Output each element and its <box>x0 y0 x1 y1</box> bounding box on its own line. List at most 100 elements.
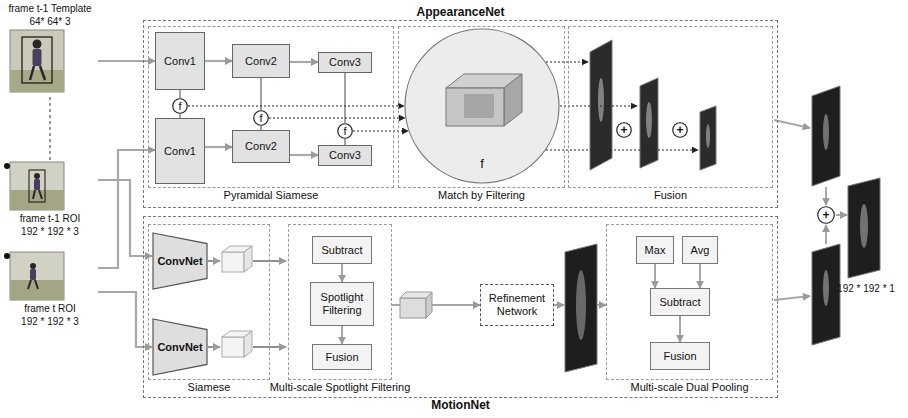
process-box: Fusion <box>312 344 372 370</box>
feature-cube <box>222 252 244 272</box>
process-box: Avg <box>682 236 718 264</box>
flow-arrow <box>208 346 220 348</box>
operator-symbol: + <box>822 209 829 222</box>
circle-outline <box>254 111 269 126</box>
connector-line <box>341 326 343 344</box>
final-map <box>848 178 880 278</box>
flow-arrow <box>825 187 827 205</box>
connector-line <box>290 61 318 63</box>
frame-image <box>10 252 64 300</box>
circle-outline <box>338 124 353 139</box>
target-box <box>22 37 52 83</box>
conv-block: Conv2 <box>232 44 290 78</box>
person-head <box>30 263 36 269</box>
dotted-arrow <box>546 62 588 63</box>
box-label: Subtract <box>660 296 701 309</box>
flow-arrow <box>774 296 810 300</box>
feature-cube <box>244 331 252 357</box>
feature-response <box>576 270 586 340</box>
feature-cube <box>244 246 252 272</box>
stage-label: Multi-scale Spotlight Filtering <box>270 381 411 394</box>
process-box: Subtract <box>312 236 372 264</box>
tensor-box <box>446 88 504 126</box>
trapezoid-outline <box>153 319 207 375</box>
block-label: ConvNet <box>157 341 202 354</box>
block-label: Conv2 <box>245 55 277 68</box>
connector-line <box>269 118 405 119</box>
stage-region: SiameseConvNetConvNet <box>148 224 270 380</box>
operator-symbol: + <box>676 124 683 137</box>
connector-line <box>188 106 404 107</box>
box-label: Fusion <box>325 351 358 364</box>
conv-block: Conv3 <box>318 52 372 73</box>
box-label: Fusion <box>663 350 696 363</box>
marker-dot <box>4 253 10 259</box>
block-label: Conv1 <box>164 145 196 158</box>
conv-block: Conv3 <box>318 145 372 166</box>
process-box: Subtract <box>650 288 710 316</box>
connector-line <box>50 94 51 160</box>
label-holder: 192 * 192 * 1 <box>826 282 906 295</box>
person-legs <box>28 280 38 289</box>
block-label: Conv3 <box>329 149 361 162</box>
output-map <box>812 244 840 345</box>
stage-region: Multi-scale Spotlight FilteringSubtractS… <box>288 224 392 380</box>
feature-cube <box>222 337 244 357</box>
dimension-label: 192 * 192 * 1 <box>837 282 895 295</box>
dotted-arrow <box>560 106 637 107</box>
connector-line <box>261 78 262 110</box>
feature-response <box>823 114 829 150</box>
circle-outline <box>617 123 632 138</box>
convnet-block: ConvNet <box>152 318 208 376</box>
block-label: Conv1 <box>164 55 196 68</box>
filter-circle: f <box>337 123 353 139</box>
connector-line <box>353 131 408 132</box>
connector-line <box>290 154 318 156</box>
connector-line <box>180 90 181 98</box>
sum-circle: + <box>616 122 632 138</box>
connector-line <box>654 264 656 288</box>
stage-region: Match by Filteringf <box>398 26 565 188</box>
image-frame: frame t ROI192 * 192 * 3 <box>2 250 98 328</box>
conv-block: Conv1 <box>155 32 205 90</box>
tensor-core <box>464 94 494 118</box>
person-body <box>34 179 40 190</box>
network-title: MotionNet <box>431 399 490 412</box>
output-map <box>812 86 840 186</box>
frame-caption: frame t-1 Template <box>8 2 91 15</box>
person-legs <box>33 190 42 199</box>
match-circle: f <box>404 28 560 184</box>
feature-cube <box>426 292 432 318</box>
conv-block: Conv1 <box>155 118 205 184</box>
frame-ground <box>10 70 64 92</box>
connector-line <box>98 150 155 268</box>
flow-arrow <box>836 214 847 216</box>
frame-ground <box>10 190 64 210</box>
operator-symbol: f <box>343 125 346 138</box>
circle-outline <box>405 29 559 183</box>
stage-label: Multi-scale Dual Pooling <box>631 381 749 394</box>
box-label: Subtract <box>322 244 363 257</box>
flow-arrow <box>208 260 220 262</box>
flow-arrow <box>597 304 606 306</box>
feature-response <box>646 102 652 138</box>
convnet-block: ConvNet <box>152 232 208 290</box>
stage-region: Multi-scale Dual PoolingMaxAvgSubtractFu… <box>606 224 773 380</box>
frame-image <box>10 162 64 210</box>
feature-map <box>640 78 658 168</box>
sum-circle: + <box>672 122 688 138</box>
circle-outline <box>818 207 835 224</box>
frame-caption: 64* 64* 3 <box>29 15 70 28</box>
person-legs <box>30 66 45 80</box>
flow-arrow <box>825 225 827 244</box>
flow-arrow <box>774 120 810 128</box>
filter-circle: f <box>253 110 269 126</box>
frame-image <box>10 30 64 92</box>
network-region: AppearanceNetPyramidal SiameseConv1Conv2… <box>143 20 778 208</box>
feature-response <box>598 78 604 122</box>
box-label: Max <box>645 244 666 257</box>
motion-map <box>565 244 597 372</box>
flow-lines <box>208 261 286 347</box>
connector-line <box>345 73 346 123</box>
